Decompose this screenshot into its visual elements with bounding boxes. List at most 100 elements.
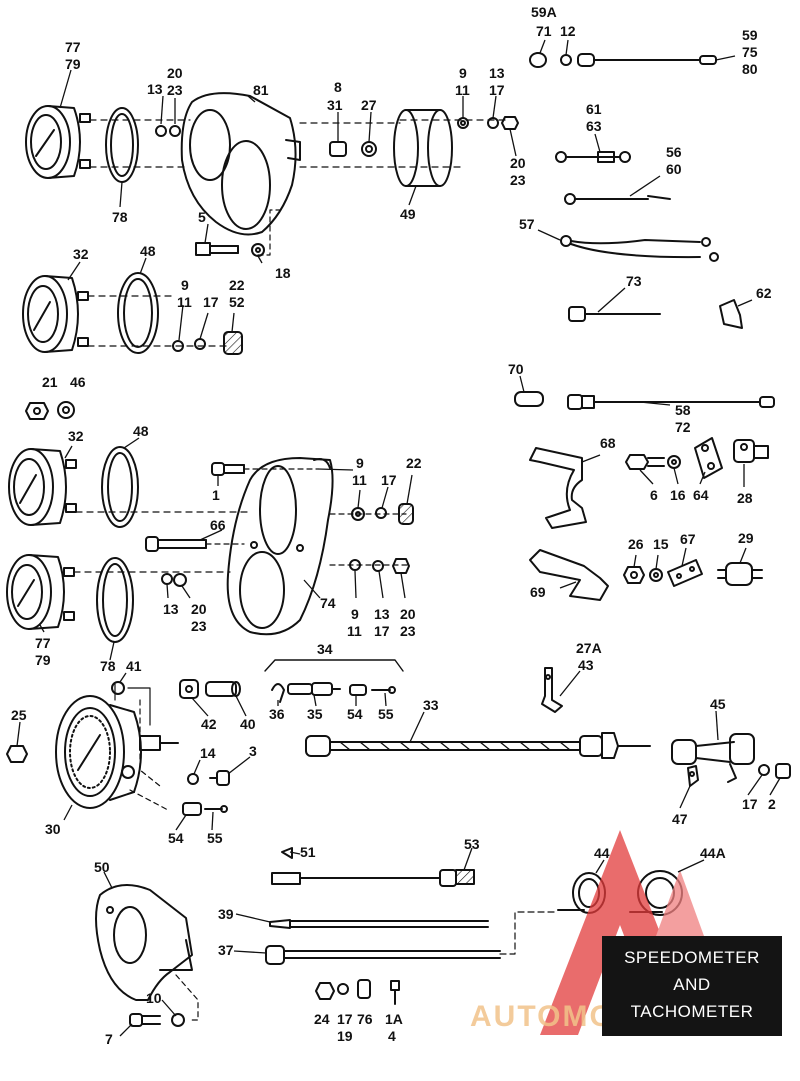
part-number-label: 20 [510, 155, 526, 171]
part-number-label: 33 [423, 697, 439, 713]
ring-48-lower [101, 446, 139, 528]
part-number-label: 54 [168, 830, 184, 846]
part-number-label: 75 [742, 44, 758, 60]
terminal-35 [287, 682, 341, 696]
part-number-label: 27A [576, 640, 602, 656]
wire-57 [560, 235, 719, 262]
nut-21 [25, 402, 49, 420]
part-number-label: 37 [218, 942, 234, 958]
washer-14 [187, 773, 199, 785]
bracket-74 [226, 457, 334, 636]
clip-36 [271, 683, 285, 703]
part-number-label: 43 [578, 657, 594, 673]
nut-26 [623, 566, 645, 584]
part-number-label: 9 [181, 277, 189, 293]
part-number-label: 23 [167, 82, 183, 98]
part-number-label: 72 [675, 419, 691, 435]
part-number-label: 17 [489, 82, 505, 98]
part-number-label: 11 [455, 82, 470, 98]
bracket-68 [529, 447, 587, 529]
wire-58-72 [567, 394, 775, 410]
part-number-label: 13 [489, 65, 505, 81]
gauge-77-79 [25, 105, 91, 179]
screw-3 [209, 770, 230, 786]
part-number-label: 11 [347, 623, 362, 639]
screw-55-upper [371, 686, 396, 694]
part-number-label: 48 [140, 243, 156, 259]
part-number-label: 71 [536, 23, 552, 39]
part-number-label: 79 [65, 56, 81, 72]
part-number-label: 48 [133, 423, 149, 439]
part-number-label: 9 [356, 455, 364, 471]
bolt-5 [195, 242, 239, 256]
part-number-label: 17 [381, 472, 397, 488]
part-number-label: 52 [229, 294, 245, 310]
spacer-29 [717, 562, 763, 586]
ferrule-54-upper [349, 684, 367, 696]
spacer-8-31 [329, 141, 347, 157]
part-number-label: 16 [670, 487, 686, 503]
part-number-label: 74 [320, 595, 336, 611]
sensor-73 [568, 306, 661, 322]
part-number-label: 23 [400, 623, 416, 639]
part-number-label: 44 [594, 845, 610, 861]
part-number-label: 50 [94, 859, 110, 875]
speedometer-cable-33 [305, 732, 651, 759]
part-number-label: 2 [768, 796, 776, 812]
bulb-socket-59A-71 [529, 52, 717, 68]
part-number-label: 32 [73, 246, 89, 262]
part-number-label: 26 [628, 536, 644, 552]
screw-1A-4 [390, 980, 400, 1005]
part-number-label: 29 [738, 530, 754, 546]
part-number-label: 14 [200, 745, 216, 761]
screw-55-lower [204, 805, 228, 813]
gauge-32-lower [8, 448, 77, 526]
spacer-28 [733, 439, 769, 463]
bracket-62 [719, 299, 743, 329]
bolt-66 [145, 536, 207, 552]
part-number-label: 23 [191, 618, 207, 634]
part-number-label: 55 [207, 830, 223, 846]
part-number-label: 17 [374, 623, 390, 639]
ring-78-top [105, 107, 139, 183]
title-line-2: AND [673, 975, 711, 994]
part-number-label: 79 [35, 652, 51, 668]
part-number-label: 30 [45, 821, 61, 837]
part-number-label: 1A [385, 1011, 403, 1027]
nut-27 [361, 141, 377, 157]
cap-nut-22-mid [398, 503, 414, 525]
ring-78-lower [96, 557, 134, 643]
part-number-label: 40 [240, 716, 256, 732]
part-number-label: 77 [65, 39, 81, 55]
part-number-label: 34 [317, 641, 333, 657]
part-labels: 59A 71 12 59 75 80 77 79 13 20 23 81 8 3… [11, 4, 776, 1047]
tachometer-30 [55, 695, 179, 809]
washer-13-20-top [155, 125, 181, 137]
part-number-label: 10 [146, 990, 162, 1006]
cable-37 [265, 945, 501, 965]
part-number-label: 8 [334, 79, 342, 95]
bracket-50 [95, 884, 193, 1001]
part-number-label: 51 [300, 844, 316, 860]
part-number-label: 47 [672, 811, 688, 827]
ferrule-54-lower [182, 802, 202, 816]
part-number-label: 66 [210, 517, 226, 533]
part-number-label: 19 [337, 1028, 353, 1044]
part-number-label: 15 [653, 536, 669, 552]
part-number-label: 41 [126, 658, 142, 674]
part-number-label: 3 [249, 743, 257, 759]
part-number-label: 60 [666, 161, 682, 177]
part-number-label: 1 [212, 487, 220, 503]
part-number-label: 73 [626, 273, 642, 289]
part-number-label: 4 [388, 1028, 396, 1044]
part-number-label: 78 [112, 209, 128, 225]
part-number-label: 58 [675, 402, 691, 418]
part-number-label: 78 [100, 658, 116, 674]
part-number-label: 67 [680, 531, 696, 547]
part-number-label: 7 [105, 1031, 113, 1047]
part-number-label: 81 [253, 82, 269, 98]
speedometer-drive-45 [671, 733, 755, 783]
part-number-label: 12 [560, 23, 576, 39]
part-number-label: 80 [742, 61, 758, 77]
